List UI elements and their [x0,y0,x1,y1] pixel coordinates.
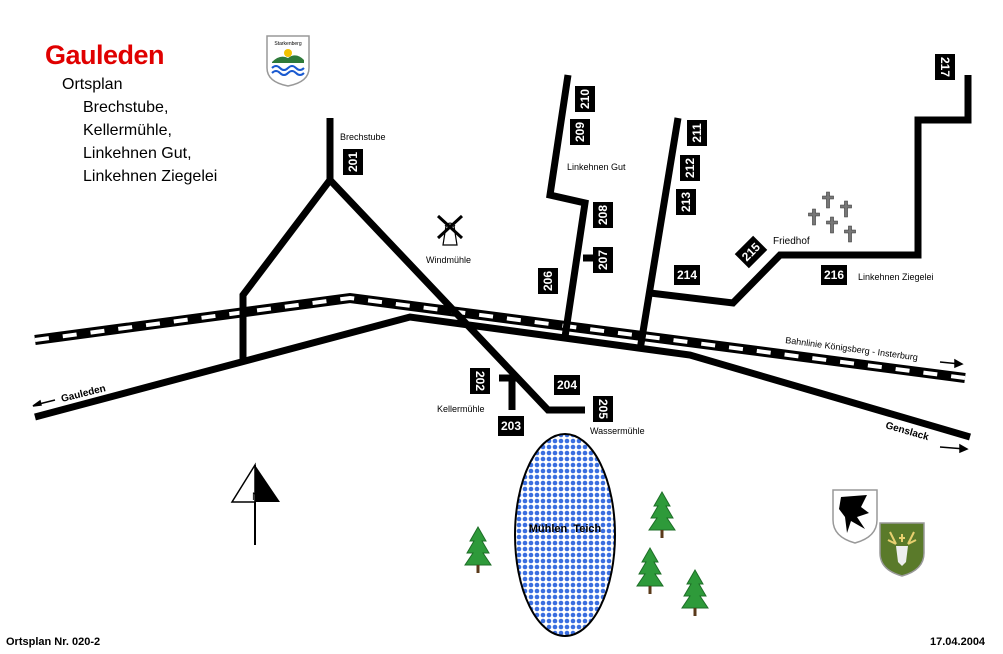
svg-text:217: 217 [938,57,952,77]
marker-215: 215 [734,235,768,269]
road-ziegelei [649,75,972,307]
label-windmuehle: Windmühle [426,255,471,265]
road-wassermuehle [327,177,585,414]
coat-of-arms-stag-icon [879,522,925,577]
svg-text:203: 203 [501,419,521,433]
map-subtitle: Ortsplan [62,76,123,93]
coat-of-arms-eagle-icon [832,489,878,544]
label-linkehnen-ziegelei: Linkehnen Ziegelei [858,272,934,282]
marker-214: 214 [674,265,700,285]
svg-text:213: 213 [679,192,693,212]
road-linkehnen-gut [546,74,589,338]
marker-204: 204 [554,375,580,395]
map-header: Gauleden Ortsplan Brechstube, Kellermühl… [45,40,217,188]
svg-text:212: 212 [683,158,697,178]
windmill-icon [436,214,464,246]
marker-211: 211 [687,120,707,146]
road-brechstube [239,118,334,360]
marker-203: 203 [498,416,524,436]
svg-text:209: 209 [573,122,587,142]
marker-210: 210 [575,86,595,112]
svg-text:216: 216 [824,268,844,282]
marker-209: 209 [570,119,590,145]
railway-line [34,292,966,383]
place-item: Linkehnen Gut, [83,145,192,162]
place-item: Brechstube, [83,99,169,116]
plan-date: 17.04.2004 [930,636,986,648]
svg-text:206: 206 [541,271,555,291]
label-brechstube: Brechstube [340,132,386,142]
map-title: Gauleden [45,40,165,70]
marker-217: 217 [935,54,955,80]
svg-text:202: 202 [473,371,487,391]
plan-number: Ortsplan Nr. 020-2 [6,636,101,648]
cemetery-crosses-icon [808,191,856,243]
svg-text:204: 204 [557,378,577,392]
svg-text:208: 208 [596,205,610,225]
svg-text:Starkenberg: Starkenberg [274,41,301,47]
svg-text:210: 210 [578,89,592,109]
pond: Mühlen Teich [514,433,616,637]
label-kellermuehle: Kellermühle [437,404,485,414]
svg-text:211: 211 [690,123,704,143]
roads [34,74,972,441]
marker-216: 216 [821,265,847,285]
svg-text:205: 205 [596,399,610,419]
main-road [34,313,971,441]
place-item: Kellermühle, [83,122,172,139]
svg-text:207: 207 [596,250,610,270]
marker-201: 201 [343,149,363,175]
marker-207: 207 [593,247,613,273]
marker-208: 208 [593,202,613,228]
label-linkehnen-gut: Linkehnen Gut [567,162,626,172]
marker-206: 206 [538,268,558,294]
marker-205: 205 [593,396,613,422]
house-markers: 201 202 203 204 205 206 207 208 209 210 … [343,54,955,436]
svg-text:214: 214 [677,268,697,282]
north-label: N [252,491,260,503]
road-213 [636,117,682,351]
coat-of-arms-starkenberg-icon: Starkenberg [266,35,310,87]
label-friedhof: Friedhof [773,236,810,247]
marker-213: 213 [676,189,696,215]
svg-text:201: 201 [346,152,360,172]
marker-202: 202 [470,368,490,394]
place-item: Linkehnen Ziegelei [83,168,218,185]
label-pond: Mühlen Teich [529,523,602,535]
direction-arrows [32,358,969,454]
marker-212: 212 [680,155,700,181]
north-arrow-icon: N [230,462,280,545]
label-wassermuehle: Wassermühle [590,426,645,436]
